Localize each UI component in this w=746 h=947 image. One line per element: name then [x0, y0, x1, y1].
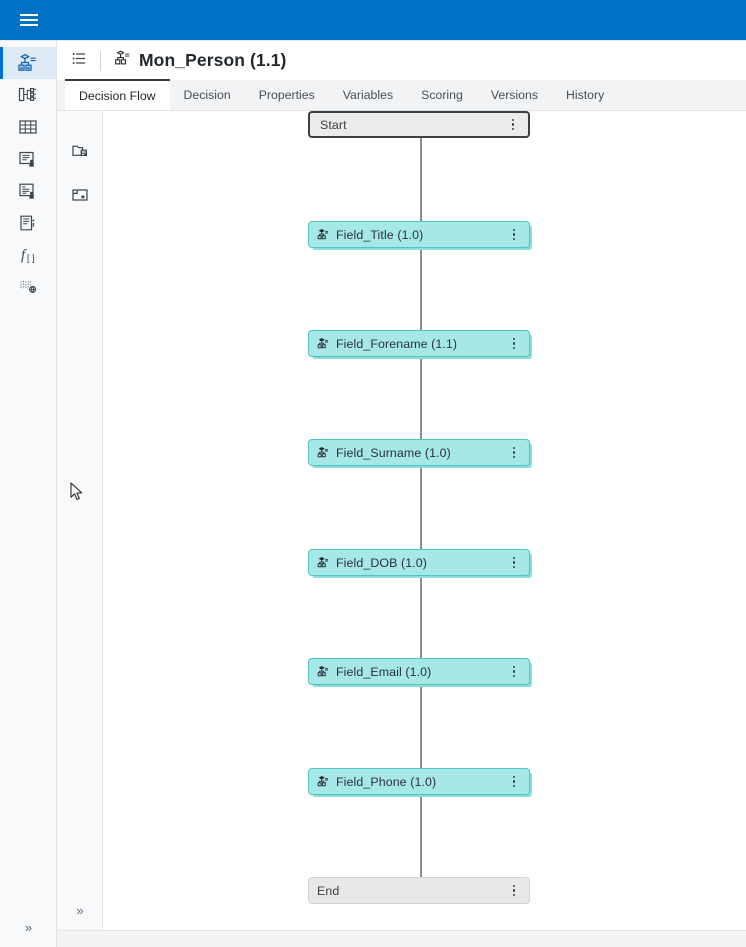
tab-scoring[interactable]: Scoring: [421, 88, 463, 102]
panel-item-palette-folder[interactable]: [57, 131, 102, 175]
top-header-bar: [0, 0, 746, 40]
tab-properties[interactable]: Properties: [258, 88, 315, 102]
kebab-menu-icon[interactable]: [509, 664, 519, 680]
tab-variables[interactable]: Variables: [342, 88, 394, 102]
svg-text:f: f: [21, 248, 27, 264]
panel-item-minimap[interactable]: [57, 175, 102, 219]
edge-email-to-phone: [420, 685, 422, 778]
document-user-icon: [17, 148, 39, 170]
edge-title-to-forename: [420, 248, 422, 340]
left-icon-rail: f [ ] »: [0, 41, 57, 947]
kebab-menu-icon[interactable]: [509, 445, 519, 461]
app-body: f [ ] »: [0, 40, 746, 947]
flow-canvas[interactable]: Start Field: [103, 111, 746, 930]
edge-forename-to-surname: [420, 357, 422, 449]
folder-components-icon: [71, 142, 89, 165]
flow-node-end[interactable]: End: [308, 877, 530, 904]
sidebar-expand-button[interactable]: »: [24, 920, 32, 935]
edge-start-to-title: [420, 138, 422, 231]
flow-node-field-forename[interactable]: Field_Forename (1.1): [308, 330, 530, 357]
decision-flow-icon: [114, 49, 132, 72]
grid-table-icon: [17, 116, 39, 138]
flow-node-start[interactable]: Start: [308, 111, 530, 138]
sidebar-item-decision-table[interactable]: [0, 111, 56, 143]
decision-flow-icon: [317, 446, 330, 459]
tab-decision-flow[interactable]: Decision Flow: [65, 79, 170, 110]
ruleset-tree-icon: [17, 84, 39, 106]
flow-node-field-title[interactable]: Field_Title (1.0): [308, 221, 530, 248]
list-bullet-icon[interactable]: [71, 50, 88, 72]
panel-expand-button[interactable]: »: [76, 903, 83, 918]
sidebar-item-decision-flow[interactable]: [0, 47, 56, 79]
document-script-icon: [17, 212, 39, 234]
page-title: Mon_Person (1.1): [139, 50, 287, 70]
sidebar-item-functions[interactable]: f [ ]: [0, 239, 56, 271]
sidebar-item-script[interactable]: [0, 207, 56, 239]
flow-node-field-phone[interactable]: Field_Phone (1.0): [308, 768, 530, 795]
sidebar-item-data-model[interactable]: [0, 271, 56, 303]
workspace: »: [57, 111, 746, 930]
decision-flow-icon: [317, 228, 330, 241]
edge-surname-to-dob: [420, 466, 422, 559]
edge-phone-to-end: [420, 795, 422, 887]
edge-dob-to-email: [420, 576, 422, 668]
status-footer: [57, 930, 746, 947]
decision-flow-icon: [317, 665, 330, 678]
kebab-menu-icon[interactable]: [509, 555, 519, 571]
flow-node-field-surname[interactable]: Field_Surname (1.0): [308, 439, 530, 466]
decision-flow-icon: [317, 775, 330, 788]
kebab-menu-icon[interactable]: [509, 774, 519, 790]
node-label: Field_Phone (1.0): [336, 774, 437, 789]
node-label: Field_Title (1.0): [336, 227, 424, 242]
rail-item-list: f [ ]: [0, 41, 56, 303]
tab-history[interactable]: History: [566, 88, 605, 102]
tab-bar: Decision Flow Decision Properties Variab…: [57, 79, 746, 111]
sidebar-item-scorecard[interactable]: [0, 143, 56, 175]
kebab-menu-icon[interactable]: [509, 336, 519, 352]
flow-node-field-dob[interactable]: Field_DOB (1.0): [308, 549, 530, 576]
flow-node-field-email[interactable]: Field_Email (1.0): [308, 658, 530, 685]
tab-decision[interactable]: Decision: [183, 88, 231, 102]
node-label: Field_DOB (1.0): [336, 555, 428, 570]
decision-flow-icon: [317, 556, 330, 569]
node-label: Field_Surname (1.0): [336, 445, 451, 460]
decision-flow-icon: [317, 337, 330, 350]
header-divider: [100, 50, 101, 71]
page-header: Mon_Person (1.1): [57, 41, 746, 80]
function-fx-icon: f [ ]: [17, 244, 39, 266]
node-label: Field_Email (1.0): [336, 664, 432, 679]
svg-text:[ ]: [ ]: [27, 253, 35, 263]
node-label: Field_Forename (1.1): [336, 336, 458, 351]
node-label: End: [317, 883, 340, 898]
minimap-layout-icon: [71, 186, 89, 209]
kebab-menu-icon[interactable]: [509, 227, 519, 243]
dotted-globe-icon: [17, 276, 39, 298]
document-user-alt-icon: [17, 180, 39, 202]
sidebar-item-ruleset[interactable]: [0, 79, 56, 111]
kebab-menu-icon[interactable]: [509, 883, 519, 899]
node-label: Start: [320, 117, 347, 132]
hamburger-menu-icon[interactable]: [0, 0, 57, 40]
kebab-menu-icon[interactable]: [508, 117, 518, 133]
content-area: Mon_Person (1.1) Decision Flow Decision …: [57, 41, 746, 947]
sidebar-item-ruleflow[interactable]: [0, 175, 56, 207]
hamburger-bars: [19, 13, 38, 27]
panel-rail: »: [57, 111, 103, 930]
tab-versions[interactable]: Versions: [490, 88, 538, 102]
decision-flow-icon: [17, 52, 39, 74]
